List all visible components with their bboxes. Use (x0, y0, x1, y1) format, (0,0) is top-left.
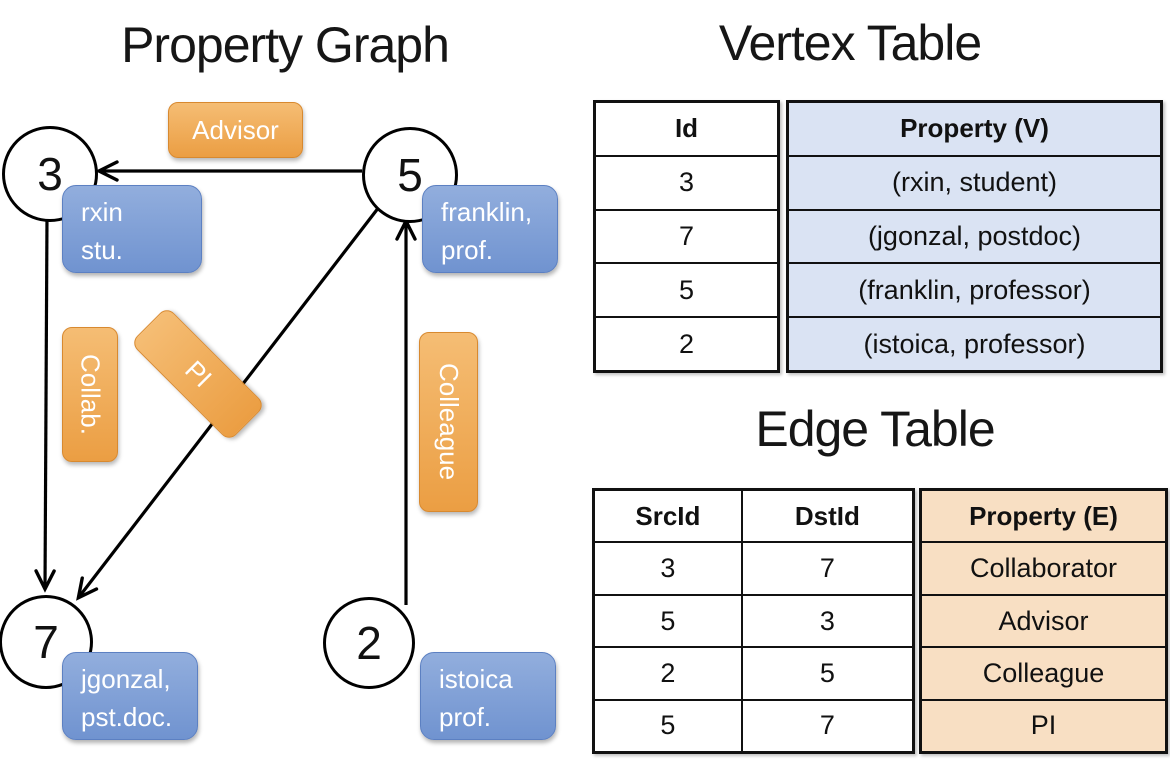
vertex-id: 2 (356, 617, 382, 669)
vertex-property-box-2: istoica prof. (420, 652, 556, 740)
vertex-property-box-5: franklin, prof. (422, 185, 558, 273)
edge-dst-cell: 5 (740, 648, 912, 699)
vertex-property-line: stu. (81, 235, 123, 265)
vertex-property-cell: (istoica, professor) (789, 318, 1160, 370)
vertex-node-2: 2 (323, 597, 415, 689)
edge-table-title: Edge Table (755, 401, 995, 457)
vertex-table-header-property: Property (V) (789, 103, 1160, 155)
vertex-node-5: 5 (362, 127, 458, 223)
edge-table-id-columns: SrcId DstId 3 7 5 3 2 5 5 7 (592, 488, 915, 754)
table-row: Colleague (922, 646, 1165, 699)
vertex-property-line: prof. (441, 235, 494, 265)
edge-src-cell: 5 (660, 710, 676, 741)
vertex-property-line: pst.doc. (81, 702, 173, 732)
table-row: 2 (596, 316, 777, 370)
vertex-table-title: Vertex Table (718, 15, 982, 71)
vertex-property-box-7: jgonzal, pst.doc. (62, 652, 198, 740)
vertex-id: 5 (397, 149, 423, 201)
edge-label-colleague: Colleague (419, 332, 478, 512)
vertex-property-cell: (rxin, student) (789, 156, 1160, 209)
vertex-property-line: franklin, (441, 197, 533, 227)
edge-property-cell: Advisor (922, 595, 1165, 647)
edge-table-header-property: Property (E) (922, 491, 1165, 542)
table-row: Collaborator (922, 541, 1165, 594)
table-row: (jgonzal, postdoc) (789, 208, 1160, 263)
edge-collab-3-7 (34, 215, 56, 593)
edge-property-cell: Collaborator (922, 543, 1165, 594)
vertex-property-line: prof. (439, 702, 492, 732)
edge-property-cell: PI (922, 700, 1165, 752)
vertex-property-line: jgonzal, (81, 664, 171, 694)
edge-property-cell: Colleague (922, 648, 1165, 699)
vertex-id-cell: 2 (678, 328, 695, 359)
table-row: 3 7 (595, 541, 912, 594)
edge-src-cell: 2 (660, 657, 676, 688)
vertex-id-cell: 3 (678, 167, 695, 198)
property-graph-title: Property Graph (121, 17, 450, 73)
vertex-property-line: rxin (81, 197, 123, 227)
vertex-id-cell: 7 (678, 220, 695, 251)
vertex-id: 3 (37, 148, 63, 200)
edge-src-cell: 5 (660, 605, 676, 636)
table-row: 2 5 (595, 646, 912, 699)
vertex-table-id-column: Id 3 7 5 2 (593, 100, 780, 373)
vertex-id-cell: 5 (678, 274, 695, 305)
table-row: Advisor (922, 593, 1165, 647)
edge-dst-cell: 3 (740, 595, 912, 647)
table-row: 3 (596, 154, 777, 209)
vertex-property-line: istoica (439, 664, 513, 694)
table-row: 5 (596, 262, 777, 316)
edge-table-header-srcid: SrcId (635, 500, 701, 531)
edge-table-header-dstid: DstId (740, 491, 912, 542)
edge-table-property-column: Property (E) Collaborator Advisor Collea… (919, 488, 1168, 754)
table-row: PI (922, 698, 1165, 752)
edge-src-cell: 3 (660, 553, 676, 584)
vertex-property-cell: (franklin, professor) (789, 264, 1160, 317)
table-row: 5 3 (595, 593, 912, 647)
property-graph-panel: Property Graph 3 5 7 2 rxin stu. frankli… (0, 17, 558, 740)
table-row: (rxin, student) (789, 154, 1160, 209)
edge-dst-cell: 7 (740, 700, 912, 752)
vertex-table-header-id: Id (674, 113, 699, 144)
table-row: 5 7 (595, 698, 912, 752)
vertex-property-box-3: rxin stu. (62, 185, 202, 273)
edge-label-collab: Collab. (62, 327, 118, 462)
table-row: (istoica, professor) (789, 316, 1160, 370)
vertex-id: 7 (33, 616, 59, 668)
vertex-property-cell: (jgonzal, postdoc) (789, 210, 1160, 263)
edge-label-advisor: Advisor (168, 102, 303, 158)
table-row: 7 (596, 208, 777, 263)
edge-dst-cell: 7 (740, 543, 912, 594)
vertex-table-property-column: Property (V) (rxin, student) (jgonzal, p… (786, 100, 1163, 373)
table-row: (franklin, professor) (789, 262, 1160, 317)
